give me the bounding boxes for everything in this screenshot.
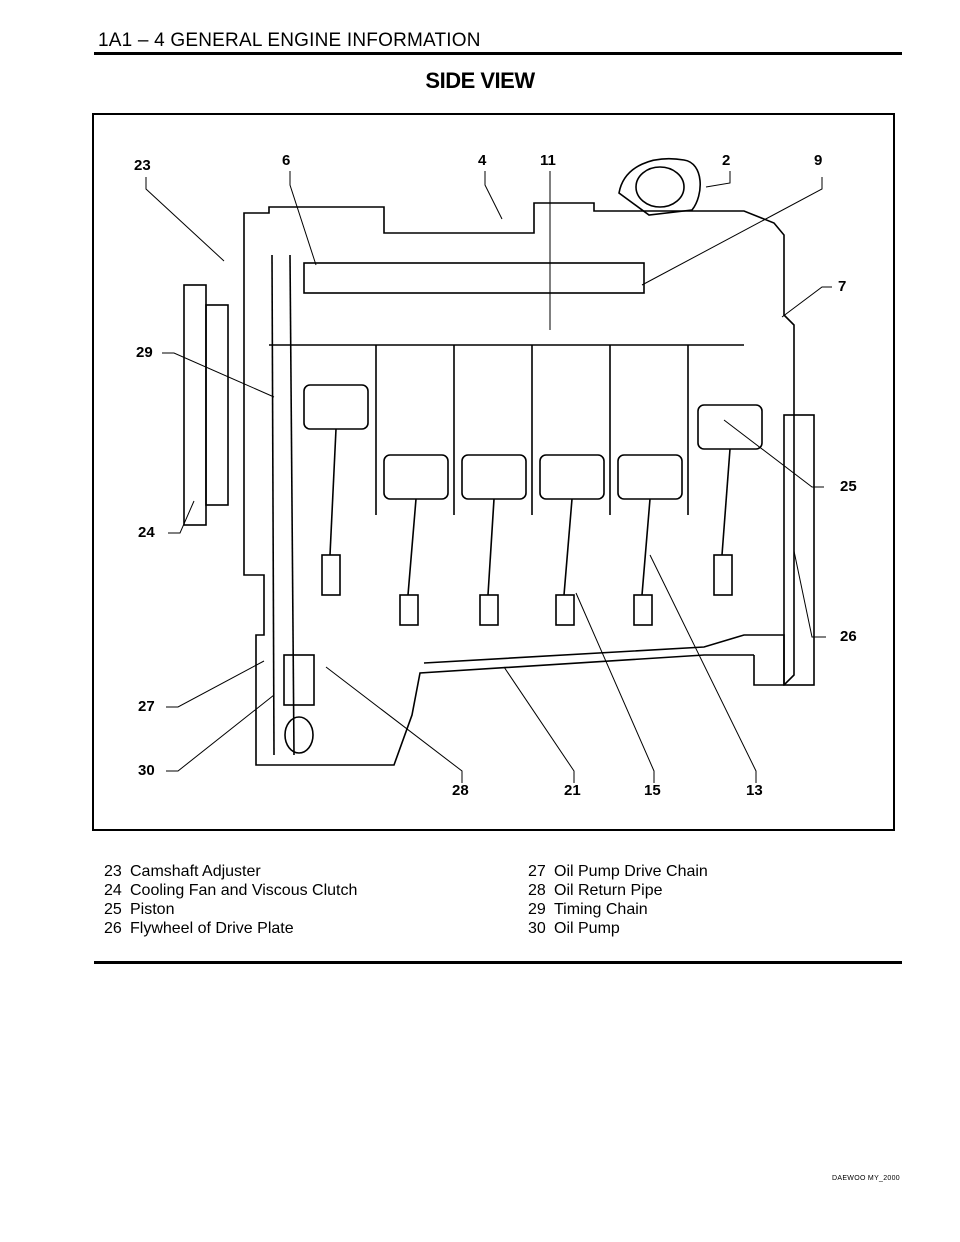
legend-number: 26	[104, 920, 122, 937]
callout-2: 2	[722, 152, 730, 169]
callout-23: 23	[134, 157, 151, 174]
callout-27: 27	[138, 698, 155, 715]
legend-number: 25	[104, 901, 122, 918]
legend-right-column: 27 Oil Pump Drive Chain 28 Oil Return Pipe…	[528, 862, 708, 938]
callout-11: 11	[540, 152, 556, 169]
legend-text: Flywheel of Drive Plate	[130, 920, 294, 937]
callout-30: 30	[138, 762, 155, 779]
legend-text: Oil Pump Drive Chain	[554, 863, 708, 880]
legend-number: 24	[104, 882, 122, 899]
legend-text: Piston	[130, 901, 175, 918]
callout-24: 24	[138, 524, 155, 541]
legend-item: 26 Flywheel of Drive Plate	[104, 919, 357, 938]
legend-text: Timing Chain	[554, 901, 648, 918]
engine-cutaway-illustration: 23 6 4 11 2 9 7 29 25 24 26 27 30 28 21 …	[134, 152, 857, 799]
footer-rule	[94, 961, 902, 964]
legend-number: 30	[528, 920, 546, 937]
legend-item: 24 Cooling Fan and Viscous Clutch	[104, 881, 357, 900]
callout-7: 7	[838, 278, 846, 295]
callout-29: 29	[136, 344, 153, 361]
legend-item: 23 Camshaft Adjuster	[104, 862, 357, 881]
legend-item: 25 Piston	[104, 900, 357, 919]
callout-26: 26	[840, 628, 857, 645]
legend-item: 30 Oil Pump	[528, 919, 708, 938]
callout-28: 28	[452, 782, 469, 799]
legend-text: Oil Pump	[554, 920, 620, 937]
legend-number: 23	[104, 863, 122, 880]
section-title: SIDE VIEW	[425, 68, 535, 93]
legend-item: 27 Oil Pump Drive Chain	[528, 862, 708, 881]
legend-number: 27	[528, 863, 546, 880]
callout-13: 13	[746, 782, 763, 799]
legend-number: 28	[528, 882, 546, 899]
callout-6: 6	[282, 152, 290, 169]
legend-number: 29	[528, 901, 546, 918]
engine-side-view-figure: 23 6 4 11 2 9 7 29 25 24 26 27 30 28 21 …	[92, 113, 895, 831]
footer-document-code: DAEWOO MY_2000	[832, 1175, 900, 1182]
legend-left-column: 23 Camshaft Adjuster 24 Cooling Fan and Vi…	[104, 862, 357, 938]
callout-21: 21	[564, 782, 581, 799]
callout-9: 9	[814, 152, 822, 169]
callout-25: 25	[840, 478, 857, 495]
callout-15: 15	[644, 782, 661, 799]
legend-text: Camshaft Adjuster	[130, 863, 261, 880]
header-rule	[94, 52, 902, 55]
page-header-title: 1A1 – 4 GENERAL ENGINE INFORMATION	[98, 30, 481, 51]
legend-item: 29 Timing Chain	[528, 900, 708, 919]
legend-item: 28 Oil Return Pipe	[528, 881, 708, 900]
legend-text: Oil Return Pipe	[554, 882, 663, 899]
legend-text: Cooling Fan and Viscous Clutch	[130, 882, 358, 899]
callout-4: 4	[478, 152, 487, 169]
